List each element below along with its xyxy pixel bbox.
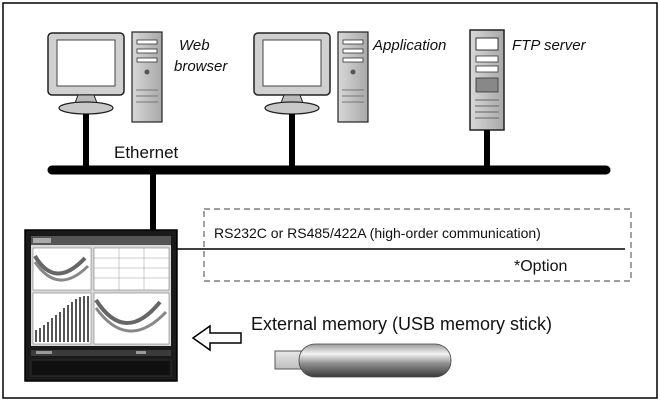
ftp-server-label: FTP server [512, 37, 586, 54]
web-browser-label-line1: Web [179, 37, 210, 54]
usb-memory-stick-icon [274, 343, 452, 378]
ethernet-bus [47, 114, 611, 232]
arrow-left-icon [191, 324, 242, 352]
web-browser-pc-icon [47, 31, 163, 123]
web-browser-label-line2: browser [174, 58, 228, 75]
ftp-server-icon [469, 29, 505, 131]
option-box [203, 208, 632, 282]
application-label: Application [373, 37, 447, 54]
external-memory-label: External memory (USB memory stick) [251, 314, 553, 334]
serial-communication-label: RS232C or RS485/422A (high-order communi… [214, 225, 541, 241]
application-pc-icon [253, 31, 369, 123]
option-label: *Option [514, 258, 568, 275]
recorder-device-icon [24, 229, 178, 382]
ethernet-label: Ethernet [114, 143, 179, 162]
